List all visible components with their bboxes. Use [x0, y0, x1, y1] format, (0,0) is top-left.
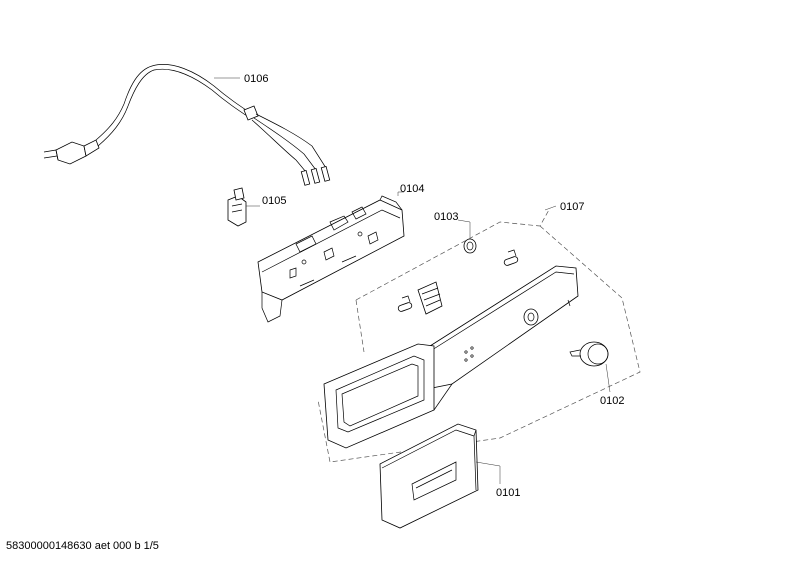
callout-0105: 0105: [262, 195, 286, 207]
callout-0101: 0101: [496, 487, 520, 499]
callout-0103: 0103: [434, 211, 458, 223]
callout-0107: 0107: [560, 201, 584, 213]
document-id: 58300000148630 aet 000 b 1/5: [6, 540, 159, 552]
button-part: [457, 219, 477, 254]
power-cord-part: [43, 64, 331, 186]
knob-part: [569, 341, 611, 393]
clip-part: [227, 187, 260, 227]
callout-0106: 0106: [244, 73, 268, 85]
callout-0102: 0102: [600, 395, 624, 407]
pins-part: [397, 249, 519, 315]
module-bracket-part: [257, 191, 405, 323]
control-panel-part: [323, 265, 579, 449]
drawer-front-part: [379, 423, 501, 529]
callout-0104: 0104: [400, 183, 424, 195]
control-panel-group-outline: [317, 205, 641, 463]
